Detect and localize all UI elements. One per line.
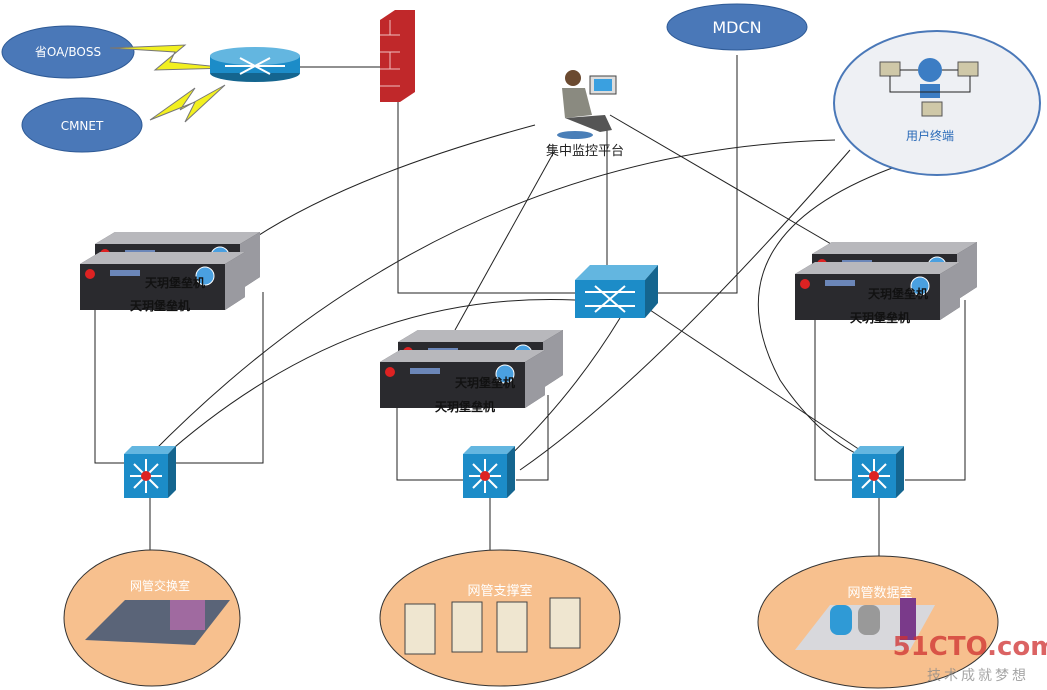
- bastion-label: 天玥堡垒机: [850, 310, 910, 325]
- firewall-icon: [380, 10, 415, 102]
- watermark-slogan: 技术成就梦想: [927, 668, 1029, 684]
- bastion-label: 天玥堡垒机: [455, 375, 515, 390]
- core-switch-icon: [575, 265, 658, 318]
- cloud-label: MDCN: [712, 18, 761, 37]
- room-data: 网管数据室: [757, 555, 999, 689]
- cloud-label: 省OA/BOSS: [35, 45, 101, 59]
- monitor-platform-label: 集中监控平台: [546, 143, 624, 159]
- access-switch-icon: [123, 445, 177, 499]
- database-icon: [830, 605, 852, 635]
- cloud-user-terminal: 用户终端: [833, 30, 1041, 176]
- user-icon: [918, 58, 942, 82]
- room-label: 网管数据室: [847, 585, 912, 601]
- monitoring-operator-icon: [557, 70, 617, 139]
- access-switch-icon: [462, 445, 516, 499]
- server-icon: [404, 597, 581, 655]
- room-label: 网管交换室: [130, 578, 190, 593]
- bastion-host-center: 天玥堡垒机 天玥堡垒机: [379, 329, 564, 414]
- bastion-host-left: 天玥堡垒机 天玥堡垒机: [79, 231, 261, 313]
- cloud-oa-boss: 省OA/BOSS: [1, 25, 135, 79]
- bastion-label: 天玥堡垒机: [435, 399, 495, 414]
- watermark-brand: 51CTO.com: [893, 632, 1047, 662]
- cloud-cmnet: CMNET: [21, 97, 143, 153]
- access-switch-icon: [851, 445, 905, 499]
- connection-lines: [94, 55, 966, 560]
- router-icon: [210, 47, 300, 82]
- room-label: 网管支撑室: [467, 583, 532, 599]
- cloud-label: 用户终端: [906, 128, 954, 143]
- room-switching: 网管交换室: [63, 549, 241, 687]
- watermark: 51CTO.com 技术成就梦想: [893, 632, 1047, 684]
- computer-icon: [879, 61, 979, 117]
- cloud-mdcn: MDCN: [666, 3, 808, 51]
- bastion-label: 天玥堡垒机: [868, 286, 928, 301]
- room-support: 网管支撑室: [379, 549, 621, 687]
- bastion-host-right: 天玥堡垒机 天玥堡垒机: [794, 241, 978, 325]
- lightning-icon: [149, 84, 226, 123]
- cloud-label: CMNET: [61, 119, 104, 133]
- bastion-label: 天玥堡垒机: [145, 275, 205, 290]
- database-icon: [858, 605, 880, 635]
- bastion-label: 天玥堡垒机: [130, 298, 190, 313]
